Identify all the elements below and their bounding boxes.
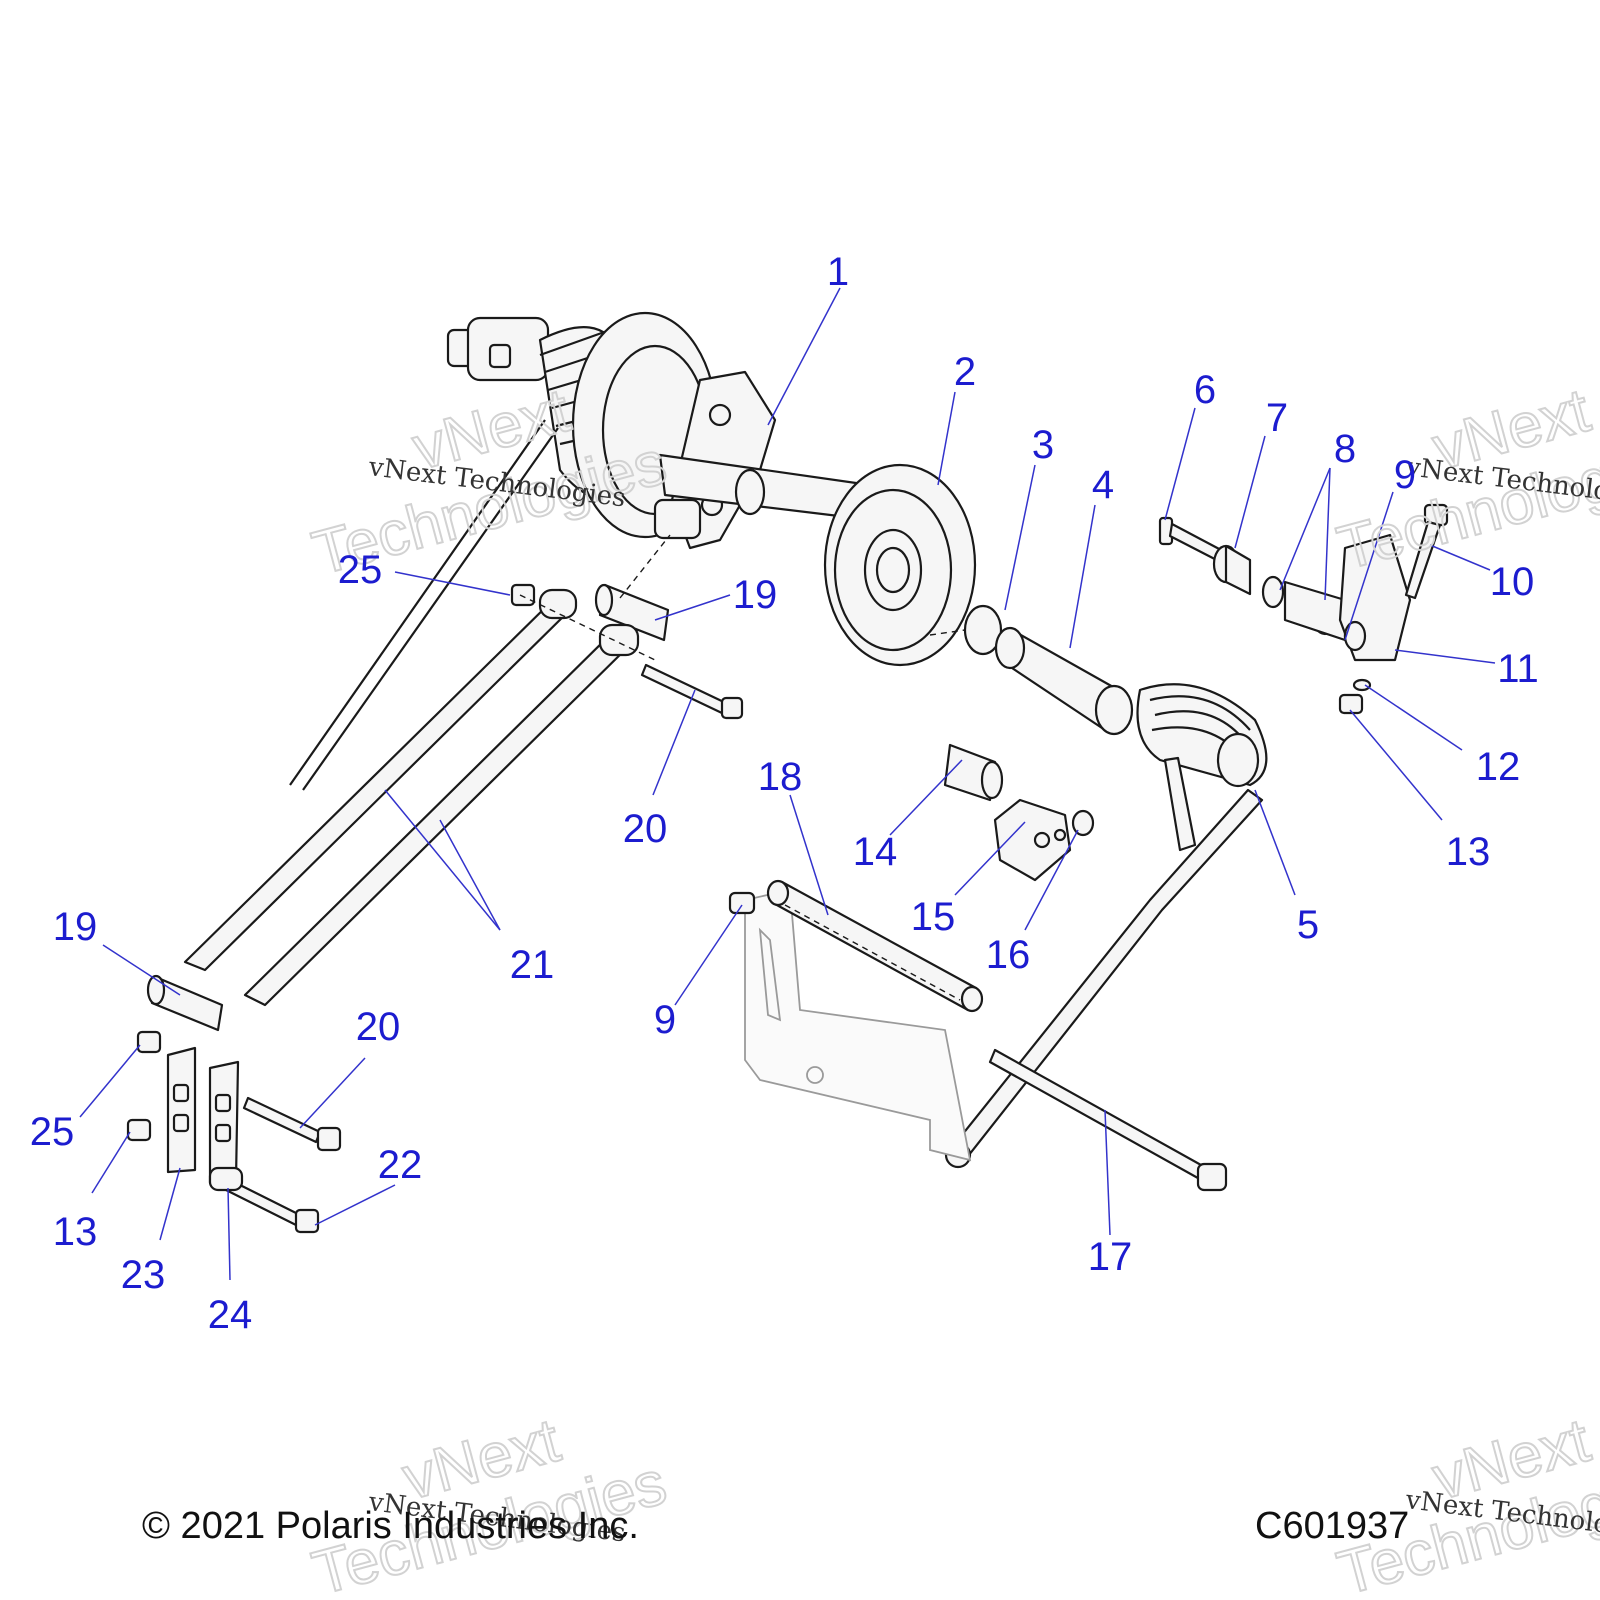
part-14-bushing xyxy=(943,743,1004,802)
part-17-long-bolt xyxy=(988,1048,1228,1192)
assembly-line-3 xyxy=(784,904,961,1001)
part-10-cap-screw xyxy=(1404,503,1449,600)
callout-15: 15 xyxy=(911,895,956,939)
part-25-nut-lower xyxy=(136,1030,162,1054)
part-23-link-plate xyxy=(166,1046,197,1174)
callout-1: 1 xyxy=(827,250,849,294)
callout-18: 18 xyxy=(758,755,803,799)
part-15-cam xyxy=(993,798,1072,882)
callout-24: 24 xyxy=(208,1293,253,1337)
part-9-nut xyxy=(728,891,756,915)
callout-13-left: 13 xyxy=(53,1210,98,1254)
part-25-nut-upper xyxy=(510,583,536,607)
part-12-washer xyxy=(1352,678,1372,692)
callout-7: 7 xyxy=(1266,396,1288,440)
callout-19-lower: 19 xyxy=(53,905,98,949)
callout-6: 6 xyxy=(1194,368,1216,412)
callout-17: 17 xyxy=(1088,1235,1133,1279)
callout-25-lower: 25 xyxy=(30,1110,75,1154)
callout-8: 8 xyxy=(1334,427,1356,471)
copyright-text: © 2021 Polaris Industries Inc. xyxy=(142,1505,639,1547)
part-8-bushings xyxy=(1261,575,1347,642)
diagram-code: C601937 xyxy=(1255,1505,1409,1547)
part-13-nut xyxy=(1338,693,1364,715)
parts-artwork xyxy=(126,311,1449,1234)
part-18-frame-shaft xyxy=(744,879,984,1162)
part-13-nut-lower xyxy=(126,1118,152,1142)
part-1-housing-assembly xyxy=(289,311,874,791)
part-5-torsion-spring xyxy=(944,683,1268,1169)
part-24-link-plate xyxy=(208,1060,244,1192)
callout-20-lower: 20 xyxy=(356,1005,401,1049)
callout-4: 4 xyxy=(1092,463,1114,507)
callout-21: 21 xyxy=(510,943,555,987)
callout-19-upper: 19 xyxy=(733,573,778,617)
callout-20-upper: 20 xyxy=(623,807,668,851)
callout-11: 11 xyxy=(1497,647,1539,691)
callout-3: 3 xyxy=(1032,423,1054,467)
callout-9-lower: 9 xyxy=(654,998,676,1042)
assembly-line-2 xyxy=(619,534,671,599)
callout-23: 23 xyxy=(121,1253,166,1297)
callout-5: 5 xyxy=(1297,903,1319,947)
callout-14: 14 xyxy=(853,830,898,874)
part-21-link-arms xyxy=(183,588,640,1007)
part-11-clamp-block xyxy=(1338,533,1412,662)
part-20-bolt-lower xyxy=(242,1096,342,1152)
part-19-bushing-lower xyxy=(146,974,224,1032)
callout-16: 16 xyxy=(986,933,1031,977)
part-20-bolt-upper xyxy=(640,663,744,720)
callout-12: 12 xyxy=(1476,745,1521,789)
part-7-spacer xyxy=(1212,544,1252,596)
part-19-bushing-upper xyxy=(594,583,670,642)
part-16-o-ring xyxy=(1071,809,1095,837)
callout-10: 10 xyxy=(1490,560,1535,604)
callout-22: 22 xyxy=(378,1143,423,1187)
callout-25-upper: 25 xyxy=(338,548,383,592)
part-2-wheel xyxy=(823,463,977,667)
assembly-line-1 xyxy=(519,594,656,661)
callout-numbers: 1 2 3 4 6 7 8 9 10 11 12 13 14 15 16 5 1… xyxy=(30,250,1539,1337)
assembly-line-4 xyxy=(929,629,966,636)
callout-9-upper: 9 xyxy=(1394,453,1416,497)
callout-13-right: 13 xyxy=(1446,830,1491,874)
callout-2: 2 xyxy=(954,350,976,394)
leader-lines xyxy=(79,287,1496,1281)
part-4-tube xyxy=(994,626,1134,736)
